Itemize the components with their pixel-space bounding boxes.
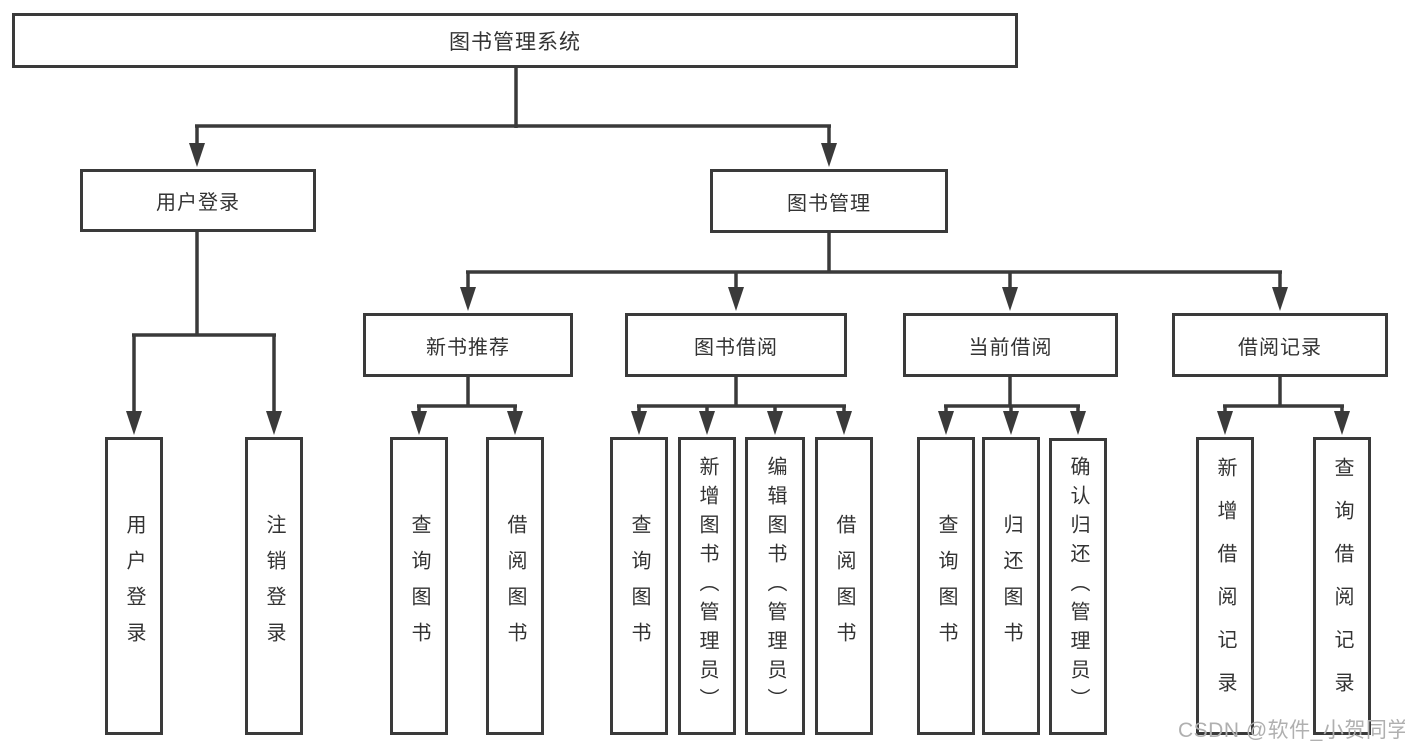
leaf-add-borrow-record: 新增借阅记录 [1196, 437, 1254, 735]
arrow-heads [126, 143, 1350, 435]
node-new-book-recommend: 新书推荐 [363, 313, 573, 377]
node-root-system: 图书管理系统 [12, 13, 1018, 68]
node-book-management-branch: 图书管理 [710, 169, 948, 233]
csdn-watermark: CSDN @软件_小贺同学 [1178, 719, 1405, 742]
leaf-edit-books-admin: 编辑图书（管理员） [745, 437, 805, 735]
parent-stub-lines [195, 68, 1282, 407]
leaf-return-books: 归还图书 [982, 437, 1040, 735]
node-book-borrowing: 图书借阅 [625, 313, 847, 377]
leaf-query-books-borrow: 查询图书 [610, 437, 668, 735]
leaf-user-login: 用户登录 [105, 437, 163, 735]
leaf-add-books-admin: 新增图书（管理员） [678, 437, 736, 735]
node-current-borrowing: 当前借阅 [903, 313, 1118, 377]
leaf-query-borrow-record: 查询借阅记录 [1313, 437, 1371, 735]
node-user-login-branch: 用户登录 [80, 169, 316, 232]
leaf-query-books-current: 查询图书 [917, 437, 975, 735]
leaf-confirm-return-admin: 确认归还（管理员） [1049, 438, 1107, 735]
node-borrowing-records: 借阅记录 [1172, 313, 1388, 377]
leaf-borrow-books: 借阅图书 [815, 437, 873, 735]
leaf-query-books-recommend: 查询图书 [390, 437, 448, 735]
leaf-logout: 注销登录 [245, 437, 303, 735]
leaf-borrow-books-recommend: 借阅图书 [486, 437, 544, 735]
